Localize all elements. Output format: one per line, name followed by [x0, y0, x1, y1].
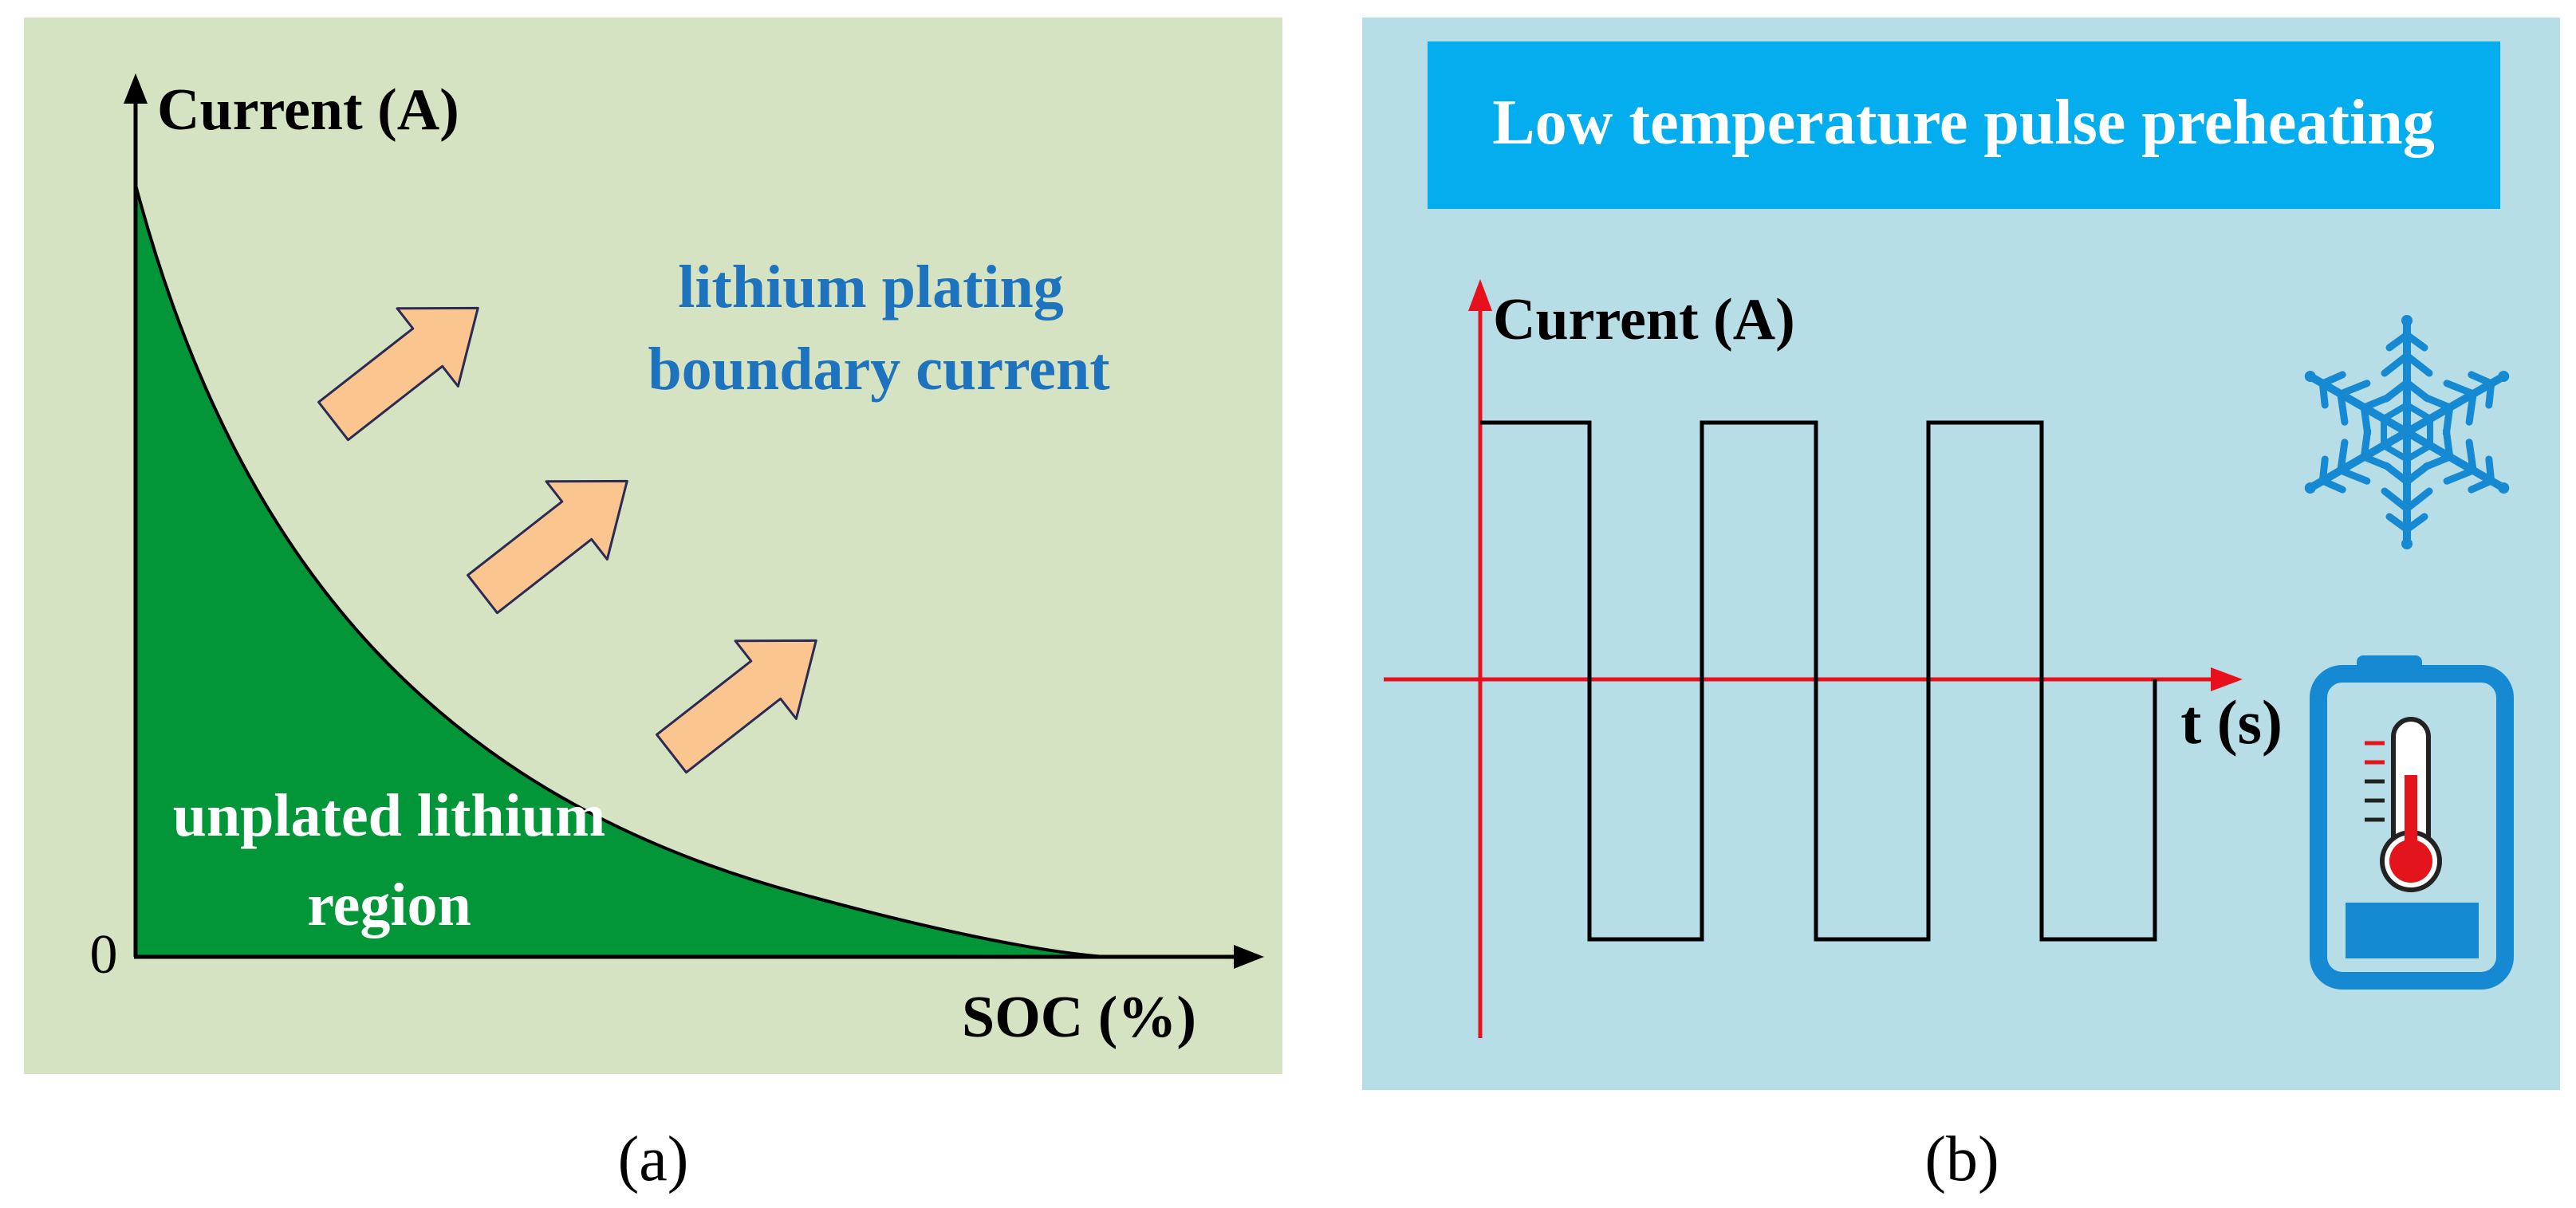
y-axis-arrowhead	[124, 73, 148, 104]
caption-b: (b)	[1924, 1124, 1999, 1194]
panel-b-x-label: t (s)	[2180, 687, 2283, 757]
origin-label: 0	[90, 924, 118, 986]
b-y-axis-arrowhead	[1468, 279, 1492, 311]
pulse-waveform	[1480, 420, 2157, 942]
x-axis-arrowhead	[1234, 945, 1264, 969]
boundary-label-line2: boundary current	[648, 336, 1109, 403]
battery-thermometer-icon	[2310, 655, 2514, 990]
title-banner	[1428, 41, 2500, 209]
region-label-line1: unplated lithium	[173, 782, 606, 849]
panel-a-y-label: Current (A)	[157, 77, 459, 143]
panel-a-x-label: SOC (%)	[962, 985, 1196, 1050]
snowflake-icon	[2294, 315, 2520, 549]
unplated-region	[136, 185, 1105, 957]
panel-b: Low temperature pulse preheating Current…	[1362, 18, 2560, 1090]
b-x-axis-arrowhead	[2211, 667, 2243, 691]
caption-a: (a)	[618, 1124, 689, 1194]
region-label-line2: region	[307, 872, 471, 938]
boundary-label-line1: lithium plating	[678, 254, 1064, 321]
banner-title: Low temperature pulse preheating	[1492, 88, 2434, 158]
panel-b-y-label: Current (A)	[1493, 287, 1795, 352]
panel-a: Current (A) 0 SOC (%) lithium plating bo…	[24, 18, 1282, 1074]
boundary-curve	[134, 184, 1105, 958]
